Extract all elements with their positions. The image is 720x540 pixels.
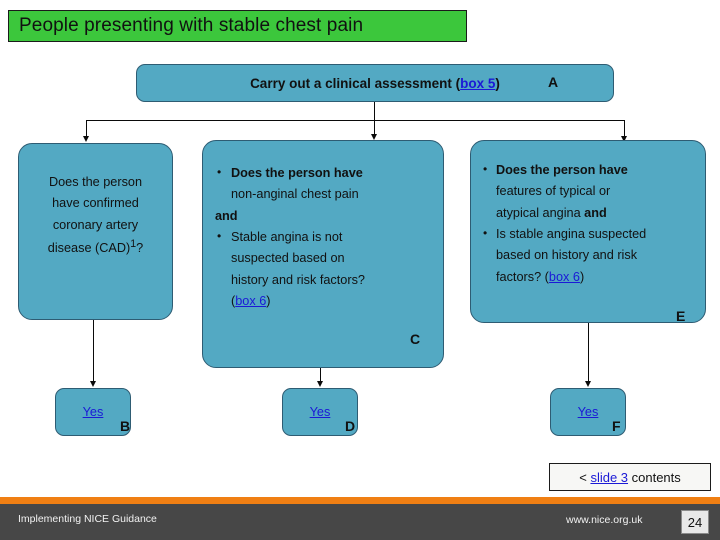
- right-b2-line2: based on history and risk: [496, 248, 638, 263]
- contents-nav-button[interactable]: < slide 3 contents: [549, 463, 711, 491]
- right-b2-line3: factors? (: [496, 269, 549, 284]
- contents-suffix: contents: [628, 469, 681, 485]
- flow-box-confirmed-cad[interactable]: Does the person have confirmed coronary …: [18, 143, 173, 320]
- corner-letter-f: F: [612, 418, 621, 434]
- mid-b1-line2: non-anginal chest pain: [231, 187, 359, 202]
- flow-box-typical-angina-bullets: Does the person have features of typical …: [481, 159, 697, 288]
- arrow-into-left-box: [82, 136, 89, 142]
- cad-line-4: disease (CAD): [47, 241, 131, 256]
- cad-line-1: Does the person: [48, 175, 143, 189]
- connector-right-to-yes: [588, 323, 590, 382]
- flow-box-yes-d[interactable]: Yes: [282, 388, 358, 436]
- connector-top-stem: [374, 102, 376, 137]
- corner-letter-c: C: [410, 331, 421, 347]
- arrow-into-middle-box: [370, 134, 377, 140]
- corner-letter-d: D: [345, 418, 356, 434]
- corner-letter-a: A: [548, 74, 559, 90]
- slide-title-banner: People presenting with stable chest pain: [8, 10, 467, 42]
- link-yes-b[interactable]: Yes: [82, 405, 104, 419]
- right-b2-line3-end: ): [579, 269, 585, 284]
- connector-branch-right: [624, 120, 626, 138]
- mid-b2-line1: Stable angina is not: [231, 229, 343, 244]
- arrow-into-yes-f: [584, 381, 591, 387]
- list-item: Stable angina is not suspected based on hi…: [215, 226, 429, 312]
- flow-box-yes-b[interactable]: Yes: [55, 388, 131, 436]
- connector-middle-to-yes: [320, 368, 322, 382]
- mid-conjunction-and: and: [215, 208, 238, 223]
- mid-b1-line1: Does the person have: [231, 166, 363, 180]
- arrow-into-yes-d: [316, 381, 323, 387]
- list-item: Does the person have features of typical …: [481, 159, 697, 224]
- footer-bar: [0, 504, 720, 540]
- flow-box-non-anginal-pain[interactable]: Does the person have non-anginal chest pa…: [202, 140, 444, 368]
- corner-letter-e: E: [676, 308, 686, 324]
- right-b1-bold-and: and: [584, 205, 607, 220]
- flow-box-clinical-assessment-text: Carry out a clinical assessment (box 5): [250, 76, 500, 91]
- flow-box-non-anginal-bullets: Does the person have non-anginal chest pa…: [215, 162, 429, 206]
- right-b1-line3: atypical angina: [496, 205, 585, 220]
- link-box-6-right[interactable]: box 6: [548, 269, 580, 284]
- assessment-text-before: Carry out a clinical assessment (: [250, 75, 461, 91]
- cad-line-2: have confirmed: [52, 196, 139, 211]
- list-item: Is stable angina suspected based on histo…: [481, 223, 697, 288]
- contents-nav-text: < slide 3 contents: [579, 470, 681, 485]
- cad-line-3: coronary artery: [52, 217, 139, 232]
- right-b1-line1: Does the person have: [496, 163, 628, 177]
- cad-line-4-end: ?: [136, 241, 144, 256]
- link-box-6-middle[interactable]: box 6: [235, 293, 267, 308]
- flow-box-non-anginal-bullets-2: Stable angina is not suspected based on hi…: [215, 226, 429, 312]
- footer-left-text: Implementing NICE Guidance: [18, 513, 157, 525]
- mid-b2-link-open: (: [231, 293, 236, 308]
- mid-b2-link-close: ): [266, 293, 271, 308]
- flow-box-yes-f[interactable]: Yes: [550, 388, 626, 436]
- link-yes-d[interactable]: Yes: [309, 405, 331, 419]
- connector-branch-left: [86, 120, 88, 138]
- mid-b2-line3: history and risk factors?: [231, 272, 365, 287]
- footer-website-text: www.nice.org.uk: [566, 514, 643, 526]
- connector-horizontal-bus: [86, 120, 624, 122]
- connector-left-to-yes: [93, 320, 95, 382]
- flow-box-typical-angina[interactable]: Does the person have features of typical …: [470, 140, 706, 323]
- link-yes-f[interactable]: Yes: [577, 405, 599, 419]
- cad-footnote-marker: 1: [130, 237, 137, 250]
- slide-title-text: People presenting with stable chest pain: [19, 15, 364, 36]
- mid-b2-line2: suspected based on: [231, 251, 345, 266]
- assessment-text-after: ): [495, 75, 500, 91]
- list-item: Does the person have non-anginal chest pa…: [215, 162, 429, 206]
- link-box-5[interactable]: box 5: [460, 75, 496, 91]
- page-number-badge: 24: [681, 510, 709, 534]
- corner-letter-b: B: [120, 418, 131, 434]
- flow-box-confirmed-cad-text: Does the person have confirmed coronary …: [30, 172, 162, 260]
- contents-prefix: <: [579, 469, 591, 485]
- link-slide-3[interactable]: slide 3: [590, 469, 629, 485]
- flow-box-clinical-assessment[interactable]: Carry out a clinical assessment (box 5): [136, 64, 614, 102]
- right-b1-line2: features of typical or: [496, 184, 611, 199]
- arrow-into-yes-b: [89, 381, 96, 387]
- right-b2-line1: Is stable angina suspected: [496, 226, 647, 241]
- arrow-into-right-box: [620, 136, 627, 142]
- footer-orange-bar: [0, 497, 720, 504]
